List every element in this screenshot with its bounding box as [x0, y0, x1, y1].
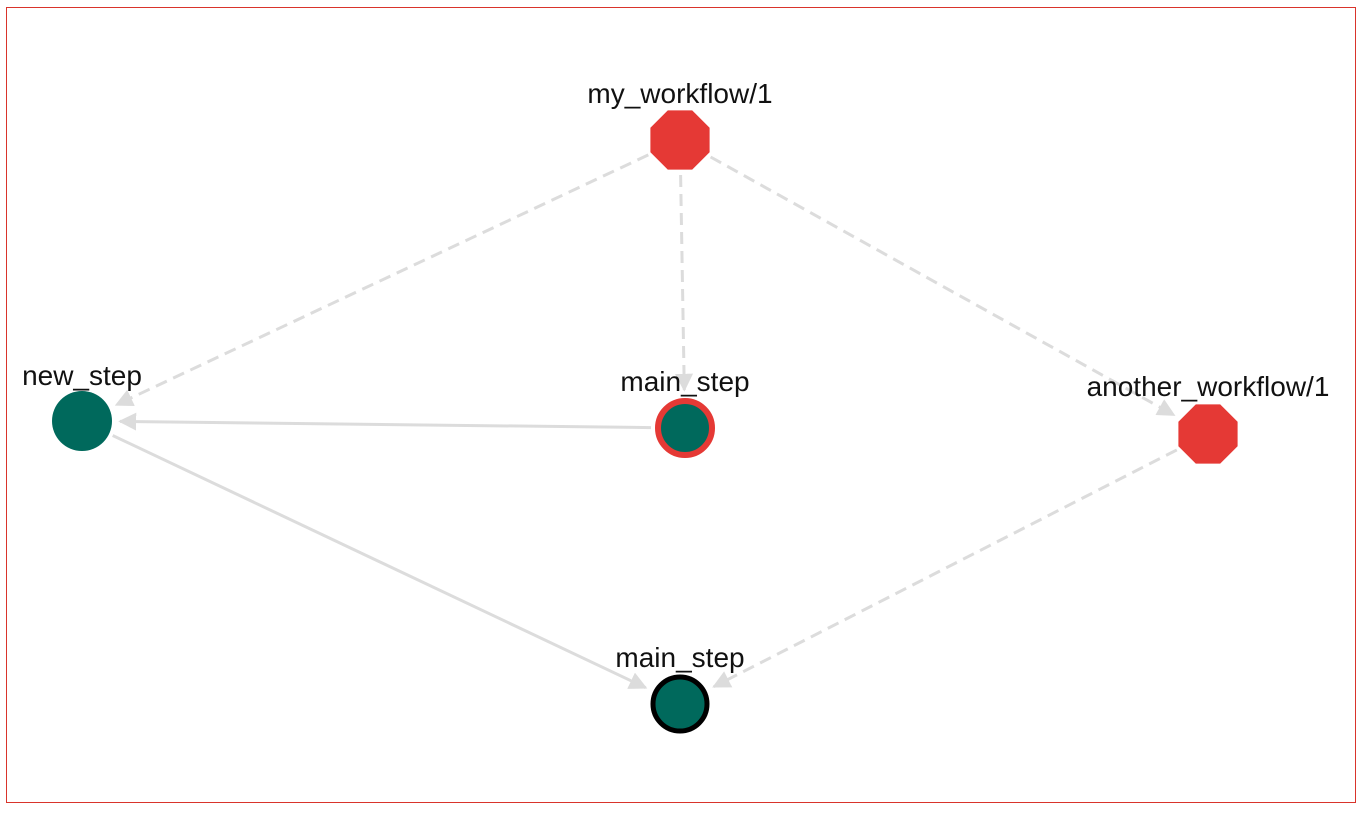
labels-layer: my_workflow/1 main_step another_workflow/1… — [22, 78, 1329, 673]
edge-my_workflow-to-new_step[interactable] — [114, 153, 649, 407]
edges-layer — [112, 153, 1178, 690]
node-label-main_step_1: main_step — [620, 366, 749, 397]
nodes-layer — [52, 110, 1238, 734]
node-my_workflow[interactable] — [650, 110, 710, 170]
workflow-octagon-icon[interactable] — [650, 110, 710, 170]
edge-my_workflow-to-another_workflow[interactable] — [709, 155, 1176, 417]
step-circle-icon[interactable] — [650, 674, 710, 734]
edge-my_workflow-to-main_step_1[interactable] — [675, 174, 694, 392]
step-circle-icon[interactable] — [655, 398, 715, 458]
edge-main_step_1-to-new_step[interactable] — [118, 412, 652, 431]
node-label-my_workflow: my_workflow/1 — [587, 78, 772, 109]
workflow-octagon-icon[interactable] — [1178, 404, 1238, 464]
step-circle-icon[interactable] — [52, 391, 112, 451]
node-main_step_1[interactable] — [655, 398, 715, 458]
node-main_step_2[interactable] — [650, 674, 710, 734]
node-label-new_step: new_step — [22, 360, 142, 391]
edge-another_workflow-to-main_step_2[interactable] — [712, 448, 1178, 689]
node-new_step[interactable] — [52, 391, 112, 451]
edge-new_step-to-main_step_2[interactable] — [112, 434, 648, 690]
node-label-main_step_2: main_step — [615, 642, 744, 673]
node-another_workflow[interactable] — [1178, 404, 1238, 464]
node-label-another_workflow: another_workflow/1 — [1087, 371, 1330, 402]
